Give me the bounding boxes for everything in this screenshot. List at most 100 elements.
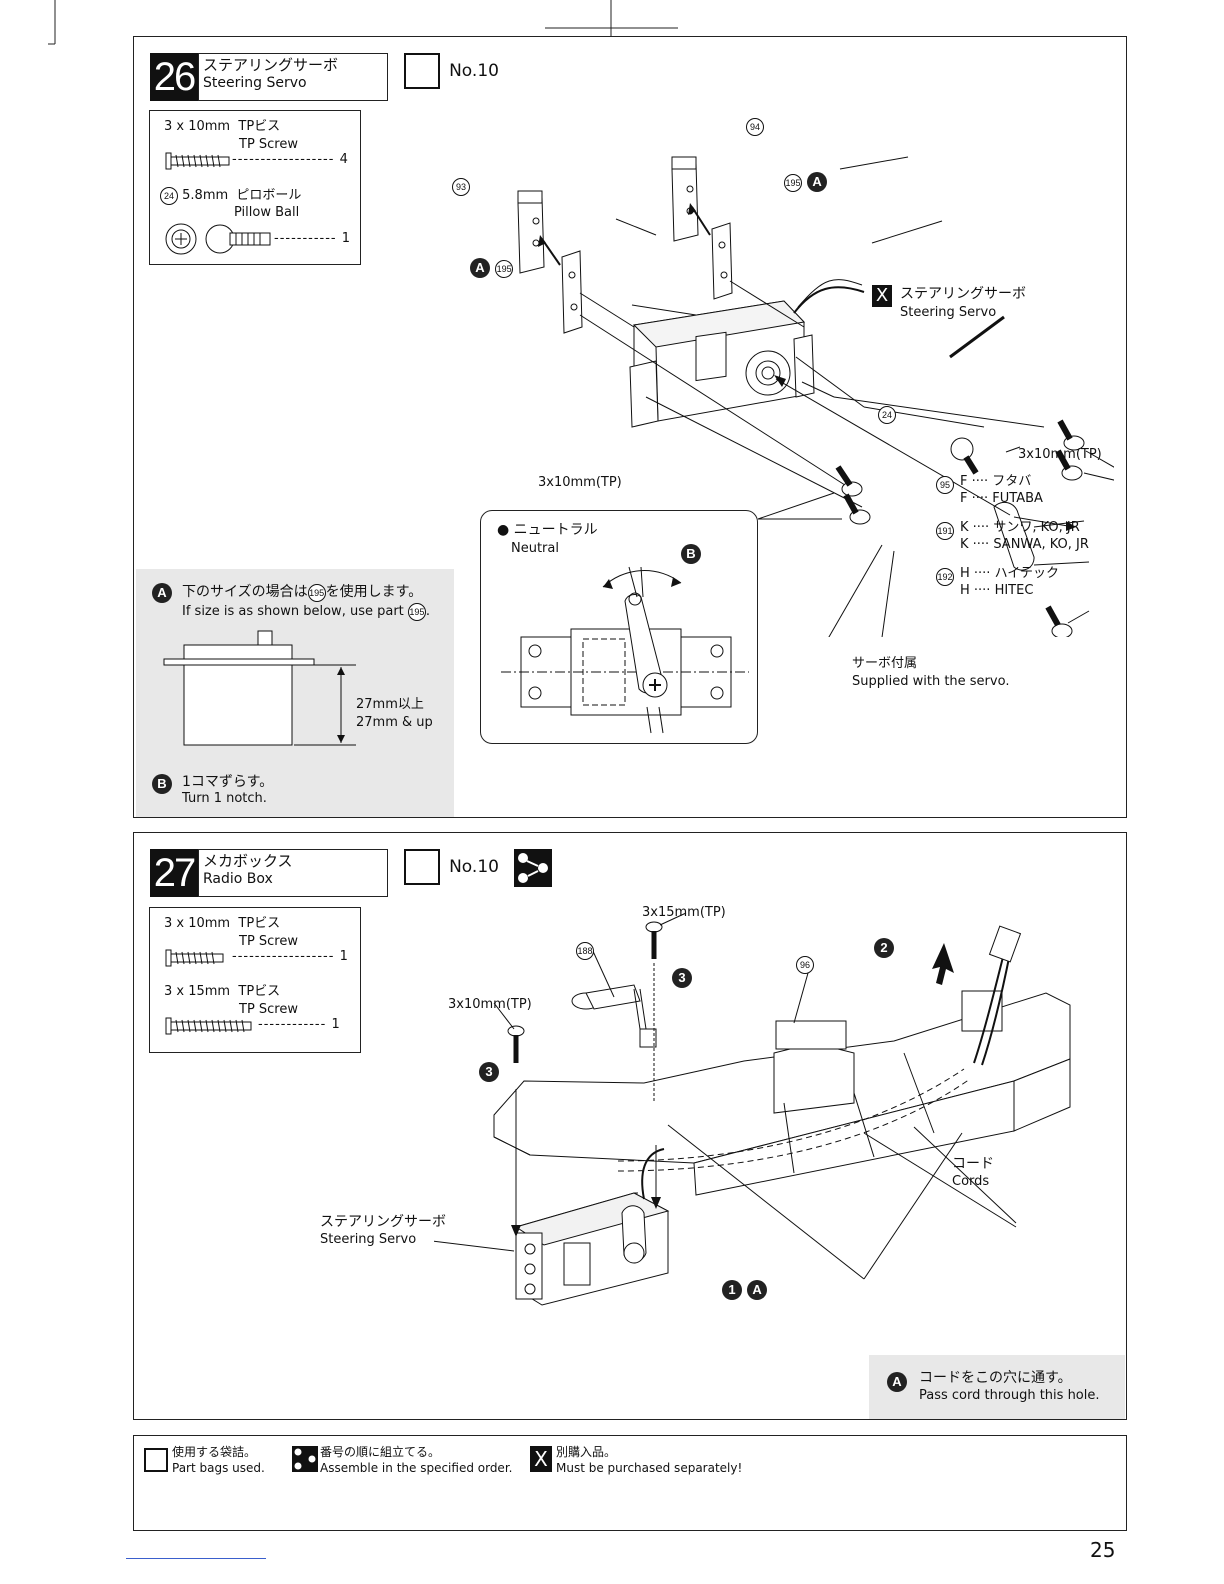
crop-marks bbox=[48, 0, 678, 45]
part-qty: 1 bbox=[339, 949, 349, 964]
part-number-icon: 195 bbox=[407, 603, 426, 621]
note-b-jp: 1コマずらす。 bbox=[182, 774, 274, 790]
step-number: 27 bbox=[150, 849, 198, 897]
step-title: ステアリングサーボ Steering Servo bbox=[198, 53, 388, 101]
step-3-lower: 3 bbox=[479, 1061, 499, 1082]
part-size: 3 x 10mm bbox=[164, 916, 231, 931]
part-94: 94 bbox=[746, 115, 764, 136]
x-icon: X bbox=[872, 285, 892, 307]
screw-icon bbox=[1057, 419, 1085, 451]
screw-label-right: 3x10mm(TP) bbox=[1018, 447, 1102, 462]
radio-box-diagram bbox=[434, 912, 1071, 1306]
footer-rule bbox=[126, 1558, 266, 1559]
bag-indicator: No.10 bbox=[404, 53, 499, 89]
part-name-en: TP Screw bbox=[239, 137, 299, 152]
part-row: 3 x 15mm TPビス bbox=[164, 984, 280, 1000]
step-2: 2 bbox=[874, 937, 894, 958]
screw-label-left: 3x10mm(TP) bbox=[538, 475, 622, 490]
servo-en: Steering Servo bbox=[900, 305, 997, 320]
step-title-en: Steering Servo bbox=[203, 75, 307, 91]
neutral-letter: B bbox=[681, 543, 701, 564]
screw-icon bbox=[1055, 449, 1083, 481]
page-number: 25 bbox=[1090, 1538, 1116, 1562]
screw-icon bbox=[645, 921, 663, 959]
bag-icon bbox=[144, 1448, 168, 1472]
order-2-icon: 2 bbox=[874, 938, 894, 958]
part-row-pillow: 24 5.8mm ピロボール bbox=[160, 187, 301, 205]
part-qty-leader: ------------------ 1 bbox=[232, 949, 349, 964]
k-en: K ···· SANWA, KO, JR bbox=[960, 537, 1089, 552]
tp-screw-icon bbox=[165, 949, 224, 967]
note-a: A bbox=[152, 583, 172, 603]
part-qty-leader: ------------------ 4 bbox=[232, 152, 349, 167]
part-number-icon: 96 bbox=[796, 956, 814, 974]
order-3-icon: 3 bbox=[479, 1062, 499, 1082]
supplied-en: Supplied with the servo. bbox=[852, 674, 1010, 689]
note-a-jp: コードをこの穴に通す。 bbox=[919, 1370, 1072, 1386]
note-a-panel: A コードをこの穴に通す。 Pass cord through this hol… bbox=[869, 1355, 1125, 1419]
part-qty-leader: ------------ 1 bbox=[258, 1017, 341, 1032]
part-name-en: Pillow Ball bbox=[234, 205, 300, 220]
step-3-upper: 3 bbox=[672, 967, 692, 988]
neutral-jp-text: ニュートラル bbox=[513, 522, 598, 538]
part-qty-leader: ----------- 1 bbox=[274, 231, 352, 246]
part-size: 5.8mm bbox=[182, 188, 229, 203]
servo-size-diagram bbox=[163, 630, 356, 746]
letter-a-icon: A bbox=[807, 172, 828, 192]
part-number-icon: 195 bbox=[307, 584, 326, 602]
part-93: 93 bbox=[452, 175, 470, 196]
part-qty: 1 bbox=[331, 1017, 341, 1032]
legend-panel: 使用する袋詰。 Part bags used. 番号の順に組立てる。 Assem… bbox=[133, 1435, 1127, 1531]
part-number-icon: 191 bbox=[936, 522, 954, 540]
order-3-icon: 3 bbox=[672, 968, 692, 988]
legend-order-jp: 番号の順に組立てる。 bbox=[320, 1445, 441, 1459]
bag-indicator: No.10 bbox=[404, 849, 499, 885]
screw-15-label: 3x15mm(TP) bbox=[642, 905, 726, 920]
bag-label: No.10 bbox=[449, 857, 499, 877]
part-qty: 4 bbox=[339, 152, 349, 167]
note-a-en-post: . bbox=[425, 604, 431, 619]
note-b-en: Turn 1 notch. bbox=[182, 791, 267, 806]
bag-label: No.10 bbox=[449, 61, 499, 81]
step-title-jp: ステアリングサーボ bbox=[203, 56, 339, 74]
cords-jp: コード bbox=[952, 1156, 994, 1172]
note-b: B bbox=[152, 773, 172, 794]
step-26-panel: 26 ステアリングサーボ Steering Servo No.10 3 x 10… bbox=[133, 36, 1127, 818]
neutral-inset: ● ニュートラル Neutral B bbox=[480, 510, 758, 744]
part-number-icon: 24 bbox=[878, 406, 896, 424]
assemble-order-icon bbox=[514, 849, 552, 887]
part-name-jp: TPビス bbox=[238, 119, 281, 134]
note-a-en-pre: If size is as shown below, use part bbox=[182, 604, 404, 619]
assemble-order-icon bbox=[292, 1446, 318, 1472]
part-size: 3 x 10mm TPビス bbox=[164, 119, 280, 135]
letter-b-icon: B bbox=[681, 544, 701, 564]
part-number-icon: 93 bbox=[452, 178, 470, 196]
letter-a-icon: A bbox=[747, 1280, 768, 1300]
horn-95: 95 F ···· フタバ F ···· FUTABA bbox=[936, 473, 1043, 506]
part-24: 24 bbox=[878, 403, 896, 424]
part-name-jp: TPビス bbox=[238, 984, 281, 999]
neutral-jp: ● ニュートラル bbox=[497, 522, 598, 538]
part-number-icon: 192 bbox=[936, 568, 954, 586]
h-en: H ···· HITEC bbox=[960, 583, 1034, 598]
neutral-servo-diagram bbox=[501, 566, 749, 734]
step-number: 26 bbox=[150, 53, 198, 101]
legend-x-en: Must be purchased separately! bbox=[556, 1461, 743, 1475]
part-number-icon: 94 bbox=[746, 118, 764, 136]
bag-icon bbox=[404, 53, 440, 89]
horn-191: 191 K ···· サンワ, KO, JR K ···· SANWA, KO,… bbox=[936, 519, 1089, 552]
part-row: 3 x 10mm TPビス bbox=[164, 916, 280, 932]
note-panel: A 下のサイズの場合は195を使用します。 If size is as show… bbox=[136, 569, 454, 817]
note-a-letter: A bbox=[887, 1371, 907, 1392]
h-jp: H ···· ハイテック bbox=[960, 566, 1060, 581]
neutral-en: Neutral bbox=[511, 541, 559, 556]
letter-a-icon: A bbox=[152, 583, 172, 603]
tp-screw-icon bbox=[165, 1017, 252, 1035]
dim-jp: 27mm以上 bbox=[356, 697, 424, 712]
legend-order-en: Assemble in the specified order. bbox=[320, 1461, 513, 1475]
part-195-left: A 195 bbox=[470, 257, 514, 278]
screw-10-label: 3x10mm(TP) bbox=[448, 997, 532, 1012]
part-size: 3 x 15mm bbox=[164, 984, 231, 999]
note-a-en: Pass cord through this hole. bbox=[919, 1388, 1100, 1403]
part-number-icon: 95 bbox=[936, 476, 954, 494]
